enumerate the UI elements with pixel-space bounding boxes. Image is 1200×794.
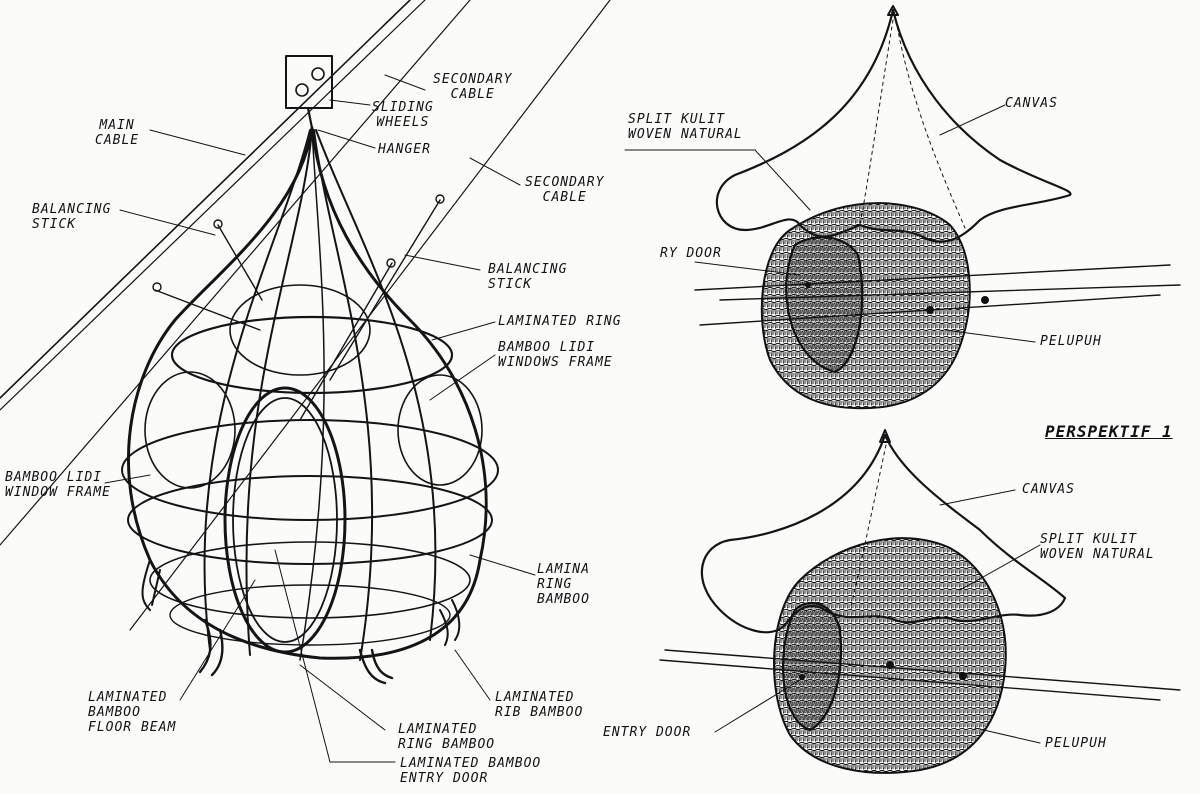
left-structure-drawing bbox=[0, 0, 611, 763]
hanger-label: HANGER bbox=[378, 142, 431, 157]
laminated-rib-bamboo-label: LAMINATED RIB BAMBOO bbox=[495, 690, 584, 720]
ry-door-label: RY DOOR bbox=[660, 246, 722, 261]
secondary-cable-line bbox=[0, 0, 471, 546]
pelupuh-bottom-label: PELUPUH bbox=[1045, 736, 1107, 751]
laminated-ring bbox=[170, 315, 454, 395]
canvas-roof-top bbox=[715, 8, 1072, 243]
canvas-bottom-label: CANVAS bbox=[1022, 482, 1075, 497]
entry-door bbox=[223, 386, 347, 654]
left-leader-lines bbox=[104, 74, 536, 763]
laminated-bamboo-floor-beam-label: LAMINATED BAMBOO FLOOR BEAM bbox=[88, 690, 177, 735]
main-cable-label: MAIN CABLE bbox=[95, 118, 140, 148]
laminated-ring-label: LAMINATED RING bbox=[498, 314, 622, 329]
canvas-roof-bottom bbox=[700, 433, 1067, 634]
secondary-cable-mid-label: SECONDARY CABLE bbox=[525, 175, 605, 205]
pod-outline bbox=[127, 126, 488, 660]
secondary-cable-top-label: SECONDARY CABLE bbox=[433, 72, 513, 102]
laminated-bamboo-entry-door-label: LAMINATED BAMBOO ENTRY DOOR bbox=[400, 756, 542, 786]
hanger-rod bbox=[306, 106, 314, 130]
split-kulit-top-label: SPLIT KULIT WOVEN NATURAL bbox=[628, 112, 743, 142]
balancing-stick-right-label: BALANCING STICK bbox=[488, 262, 568, 292]
perspektif-title: PERSPEKTIF 1 bbox=[1045, 422, 1173, 441]
right-bottom-drawing bbox=[659, 429, 1181, 774]
basket-body-bottom bbox=[772, 537, 1007, 774]
bamboo-lidi-window-frame-label: BAMBOO LIDI WINDOW FRAME bbox=[5, 470, 111, 500]
lamina-ring-bamboo-label: LAMINA RING BAMBOO bbox=[537, 562, 590, 607]
bamboo-lidi-windows-frame-label: BAMBOO LIDI WINDOWS FRAME bbox=[498, 340, 613, 370]
main-cable-line bbox=[0, 0, 411, 399]
canvas-top-label: CANVAS bbox=[1005, 96, 1058, 111]
entry-door-label: ENTRY DOOR bbox=[603, 725, 692, 740]
sliding-wheels-label: SLIDING WHEELS bbox=[372, 100, 434, 130]
right-top-drawing bbox=[624, 5, 1181, 410]
split-kulit-bottom-label: SPLIT KULIT WOVEN NATURAL bbox=[1040, 532, 1155, 562]
pelupuh-top-label: PELUPUH bbox=[1040, 334, 1102, 349]
balancing-stick-left-label: BALANCING STICK bbox=[32, 202, 112, 232]
laminated-ring-bamboo-label: LAMINATED RING BAMBOO bbox=[398, 722, 496, 752]
